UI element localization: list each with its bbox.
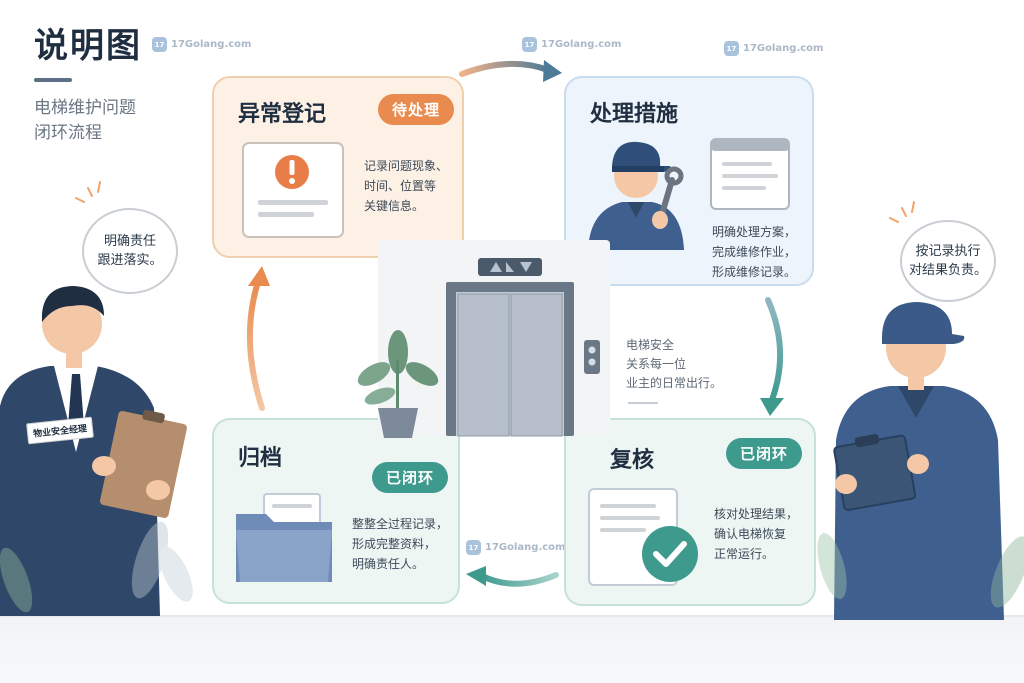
elevator-illustration	[378, 240, 610, 437]
watermark-logo-icon: 17	[724, 41, 739, 56]
subtitle-line-1: 电梯维护问题	[34, 98, 136, 118]
step-text-line: 关键信息。	[364, 199, 425, 213]
step-text-line: 整整全过程记录，	[352, 517, 449, 531]
status-badge: 已闭环	[372, 462, 449, 493]
speech-line: 明确责任	[103, 234, 156, 249]
status-badge: 已闭环	[726, 438, 803, 469]
potted-plant-icon	[357, 330, 439, 438]
step-text-line: 完成维修作业，	[712, 245, 797, 259]
step-text-line: 核对处理结果，	[714, 507, 799, 521]
arrow-left	[246, 279, 265, 411]
watermark-logo-icon: 17	[522, 37, 537, 52]
technician-illustration	[833, 302, 1004, 620]
call-button	[588, 358, 596, 366]
call-button	[588, 346, 596, 354]
step-description: 记录问题现象、 时间、位置等 关键信息。	[364, 156, 448, 216]
technician-wrench-icon	[588, 141, 684, 250]
arrow-left-head	[248, 266, 270, 286]
watermark-text: 17Golang.com	[485, 542, 566, 553]
step-title: 归档	[238, 446, 283, 471]
arrow-bottom	[479, 572, 559, 587]
step-title: 处理措施	[590, 102, 679, 127]
step-description: 明确处理方案， 完成维修作业， 形成维修记录。	[712, 222, 796, 282]
door-indicator	[506, 262, 514, 272]
subtitle-line-2: 闭环流程	[34, 123, 102, 143]
note-line: 业主的日常出行。	[626, 376, 723, 390]
step-text-line: 明确责任人。	[352, 557, 425, 571]
watermark: 17 17Golang.com	[466, 540, 565, 555]
step-text-line: 明确处理方案，	[712, 225, 797, 239]
watermark-logo-icon: 17	[466, 540, 481, 555]
watermark: 17 17Golang.com	[724, 41, 823, 56]
step-title: 异常登记	[238, 102, 327, 127]
arrow-right	[765, 297, 784, 403]
speech-text: 明确责任 跟进落实。	[97, 232, 162, 270]
status-badge: 待处理	[378, 94, 455, 125]
title-block: 说明图 电梯维护问题 闭环流程	[34, 26, 174, 146]
floor	[0, 615, 1024, 683]
step-description: 核对处理结果， 确认电梯恢复 正常运行。	[714, 504, 798, 564]
arrow-bottom-head	[466, 566, 486, 586]
page-subtitle: 电梯维护问题 闭环流程	[34, 96, 174, 146]
title-underline	[34, 78, 72, 82]
step-text-line: 正常运行。	[714, 547, 775, 561]
page-title: 说明图	[34, 26, 142, 66]
step-text-line: 确认电梯恢复	[714, 527, 787, 541]
step-card-register: 异常登记 待处理 记录问题现象、 时间、位置等 关键信息。	[212, 76, 464, 258]
speech-line: 对结果负责。	[908, 263, 987, 278]
watermark: 17 17Golang.com	[522, 37, 621, 52]
arrow-top	[459, 60, 551, 77]
speech-line: 按记录执行	[915, 244, 981, 259]
step-title: 复核	[610, 448, 655, 473]
speech-line: 跟进落实。	[97, 253, 163, 268]
elevator-safety-note: 电梯安全 关系每一位 业主的日常出行。	[626, 336, 722, 393]
watermark-text: 17Golang.com	[541, 39, 622, 50]
step-text-line: 时间、位置等	[364, 179, 437, 193]
folder-icon	[236, 493, 332, 582]
step-text-line: 记录问题现象、	[364, 159, 449, 173]
alert-document-icon	[242, 142, 344, 238]
down-arrow-indicator	[520, 262, 532, 272]
check-document-icon	[588, 488, 698, 586]
watermark-logo-icon: 17	[152, 37, 167, 52]
note-line: 电梯安全	[626, 338, 675, 352]
watermark-text: 17Golang.com	[171, 39, 252, 50]
step-text-line: 形成维修记录。	[712, 265, 797, 279]
step-description: 整整全过程记录， 形成完整资料， 明确责任人。	[352, 514, 448, 574]
floor-line	[0, 615, 1024, 617]
note-divider	[628, 402, 658, 404]
step-card-archive: 归档 已闭环 整整全过程记录， 形成完整资料， 明确责任人。	[212, 418, 460, 604]
watermark-text: 17Golang.com	[743, 43, 824, 54]
clipboard-icon	[833, 434, 917, 511]
arrow-right-head	[760, 398, 784, 416]
manager-speech-bubble: 明确责任 跟进落实。	[82, 208, 178, 294]
up-arrow-indicator	[490, 262, 502, 272]
arrow-top-head	[543, 60, 562, 82]
step-card-review: 复核 已闭环 核对处理结果， 确认电梯恢复 正常运行。	[564, 418, 816, 606]
record-sheet-icon	[710, 138, 790, 210]
note-line: 关系每一位	[626, 357, 687, 371]
step-text-line: 形成完整资料，	[352, 537, 437, 551]
speech-text: 按记录执行 对结果负责。	[909, 242, 987, 280]
watermark: 17 17Golang.com	[152, 37, 251, 52]
technician-speech-bubble: 按记录执行 对结果负责。	[900, 220, 996, 302]
